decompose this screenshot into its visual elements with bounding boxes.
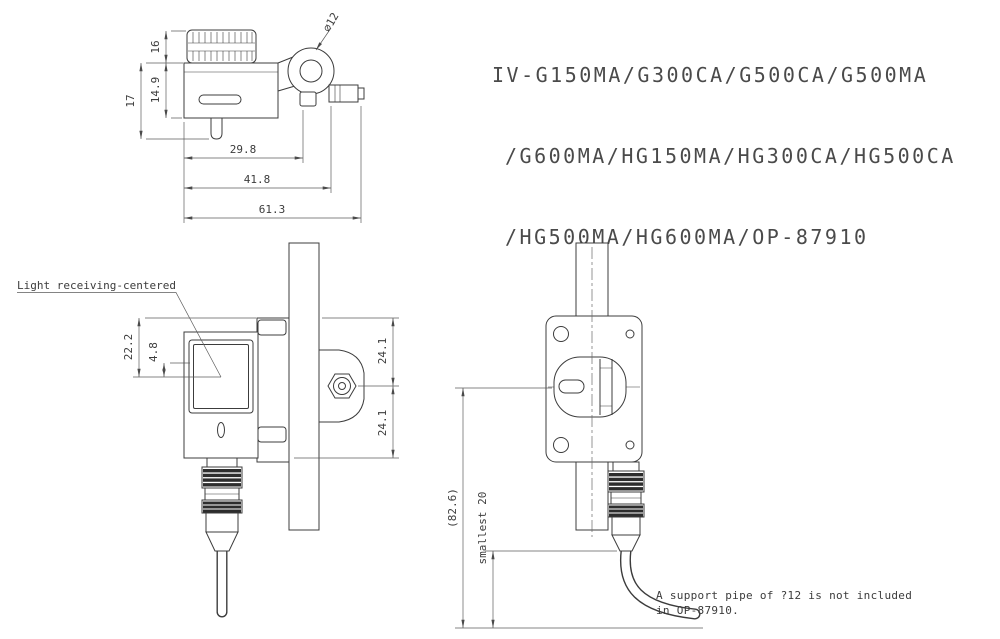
front-view: Light receiving-centered 22.2 4.8 24.1 2… (17, 242, 399, 618)
front-view-extension-lines (133, 317, 399, 459)
body-slot (198, 94, 242, 105)
dim-24-1-bottom: 24.1 (376, 410, 389, 437)
clamp-arm-lines (277, 56, 296, 92)
cable-side-core (621, 546, 700, 619)
side-view-geometry (545, 242, 701, 620)
dim-24-1-top: 24.1 (376, 338, 389, 365)
side-view: (82.6) smallest 20 (446, 242, 703, 629)
title-line-3: /HG500MA/HG600MA/OP-87910 (505, 225, 869, 249)
leader-light-receiving (17, 292, 222, 378)
clamp-hinge-tab (299, 91, 317, 107)
bracket-tab-top (257, 319, 287, 336)
support-pipe-section (299, 59, 323, 83)
sensor-body-front (183, 331, 259, 459)
locating-pin (210, 117, 223, 140)
sensor-face-frame (188, 339, 254, 414)
knurl-lines-top (192, 32, 253, 43)
dim-4-8: 4.8 (147, 342, 160, 362)
pilot-hole-bottom (625, 440, 635, 450)
connector-knurl-bands-side (609, 473, 643, 491)
label-light-receiving: Light receiving-centered (17, 279, 176, 292)
front-view-geometry (183, 242, 365, 618)
bracket-tab-bottom (257, 426, 287, 443)
footnote-line-2: in OP-87910. (656, 604, 740, 617)
dim-22-2: 22.2 (122, 334, 135, 361)
dim-29-8: 29.8 (230, 143, 257, 156)
dim-17: 17 (124, 94, 137, 107)
dim-smallest-20: smallest 20 (476, 492, 489, 565)
pipe-clamp-side (553, 356, 627, 418)
dim-41-8: 41.8 (244, 173, 271, 186)
top-view-extension-lines (146, 30, 362, 223)
footnote-line-1: A support pipe of ?12 is not included (656, 589, 913, 602)
mounting-hole-bottom (553, 437, 569, 453)
clamp-screw-lines (334, 85, 341, 102)
dim-61-3: 61.3 (259, 203, 286, 216)
title-line-2: /G600MA/HG150MA/HG300CA/HG500CA (505, 144, 956, 168)
clamp-hex-bolt (327, 373, 357, 399)
connector-band-stripes-side (609, 505, 643, 517)
dim-pipe-diameter: ∅12 (320, 10, 341, 34)
leader-pipe-diameter (315, 27, 332, 51)
mounting-hole-top (553, 326, 569, 342)
connector-knurl-bands-front (203, 469, 241, 487)
top-view-geometry (183, 29, 365, 140)
dim-16: 16 (149, 40, 162, 53)
sensor-head-knurled-ring (186, 29, 257, 64)
model-title: IV-G150MA/G300CA/G500CA/G500MA /G600MA/H… (492, 8, 956, 305)
clamp-ring-outer (287, 47, 335, 95)
knurl-lines-bottom (192, 51, 253, 61)
side-view-extension-lines (455, 387, 703, 629)
title-line-1: IV-G150MA/G300CA/G500CA/G500MA (492, 63, 929, 87)
connector-band-stripes-front (203, 501, 241, 513)
clamp-slot (558, 379, 585, 394)
connector-neck-side (612, 461, 640, 472)
clamp-screw-side-lines (599, 359, 613, 415)
indicator-led (217, 422, 225, 438)
clamp-screw-side-ticks (600, 367, 612, 407)
connector-neck-front (206, 457, 238, 468)
support-pipe-front (288, 242, 320, 531)
hex-bolt-circle-inner (338, 382, 346, 390)
strain-relief-front (205, 531, 239, 552)
dim-82-6: (82.6) (446, 488, 459, 528)
clamp-screw-tip (357, 87, 365, 100)
strain-relief-side (611, 534, 641, 552)
top-view: ∅12 16 14.9 17 29.8 41.8 61.3 (124, 10, 365, 223)
hex-bolt-circle-outer (333, 377, 351, 395)
sensor-body-top (183, 62, 279, 119)
dim-14-9: 14.9 (149, 77, 162, 104)
clamp-screw-body (328, 84, 359, 103)
footnote: A support pipe of ?12 is not included in… (656, 588, 912, 618)
sensor-face-window (193, 344, 249, 409)
connector-body-side (611, 516, 641, 536)
connector-body-front (205, 512, 239, 533)
pilot-hole-top (625, 329, 635, 339)
